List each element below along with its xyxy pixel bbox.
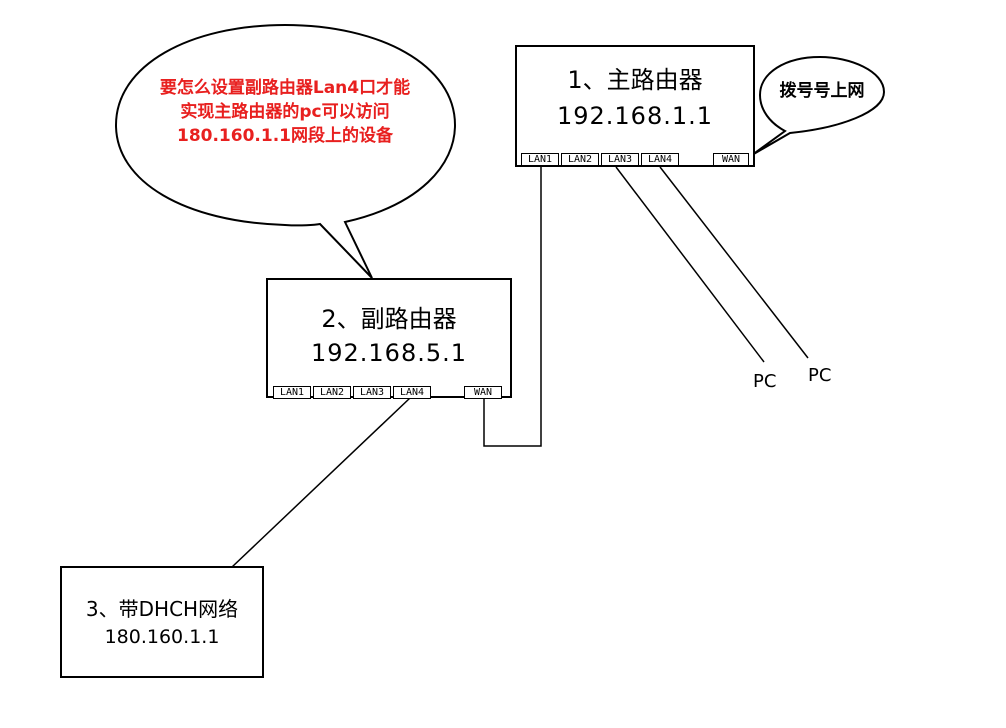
dialup-bubble-shape xyxy=(751,55,886,156)
cable-sub-lan4-to-dhcp xyxy=(231,397,411,568)
pc-label-2: PC xyxy=(808,365,832,386)
sub-router-ip: 192.168.5.1 xyxy=(310,339,468,367)
sub-router: 2、副路由器 192.168.5.1 LAN1 LAN2 LAN3 LAN4 W… xyxy=(266,278,512,399)
main-router-ip: 192.168.1.1 xyxy=(556,102,714,130)
main-router-name: 1、主路由器 xyxy=(567,66,703,94)
pc-label-1: PC xyxy=(753,371,777,392)
cable-main-lan1-to-sub-wan xyxy=(483,167,542,447)
cable-main-lan3-to-pc xyxy=(615,166,765,363)
sub-router-port-lan4: LAN4 xyxy=(393,386,431,399)
question-bubble-text: 要怎么设置副路由器Lan4口才能 实现主路由器的pc可以访问 180.160.1… xyxy=(118,76,452,148)
dhcp-network-ip: 180.160.1.1 xyxy=(104,626,220,648)
sub-router-port-lan3: LAN3 xyxy=(353,386,391,399)
sub-router-port-wan: WAN xyxy=(464,386,502,399)
cable-main-lan4-to-pc xyxy=(659,166,809,359)
dialup-bubble-text: 拨号号上网 xyxy=(779,81,865,101)
question-line-3: 180.160.1.1网段上的设备 xyxy=(176,126,393,146)
main-router: 1、主路由器 192.168.1.1 LAN1 LAN2 LAN3 LAN4 W… xyxy=(515,45,755,167)
sub-router-port-lan1: LAN1 xyxy=(273,386,311,399)
sub-router-port-lan2: LAN2 xyxy=(313,386,351,399)
sub-router-name: 2、副路由器 xyxy=(321,305,457,333)
dhcp-network: 3、带DHCH网络 180.160.1.1 xyxy=(60,566,264,678)
question-line-1: 要怎么设置副路由器Lan4口才能 xyxy=(159,78,411,98)
dhcp-network-name: 3、带DHCH网络 xyxy=(85,597,239,621)
main-router-port-lan3: LAN3 xyxy=(601,153,639,166)
question-line-2: 实现主路由器的pc可以访问 xyxy=(180,102,390,122)
main-router-port-lan4: LAN4 xyxy=(641,153,679,166)
main-router-port-lan1: LAN1 xyxy=(521,153,559,166)
main-router-port-lan2: LAN2 xyxy=(561,153,599,166)
question-bubble-shape xyxy=(114,23,457,279)
main-router-port-wan: WAN xyxy=(713,153,749,166)
